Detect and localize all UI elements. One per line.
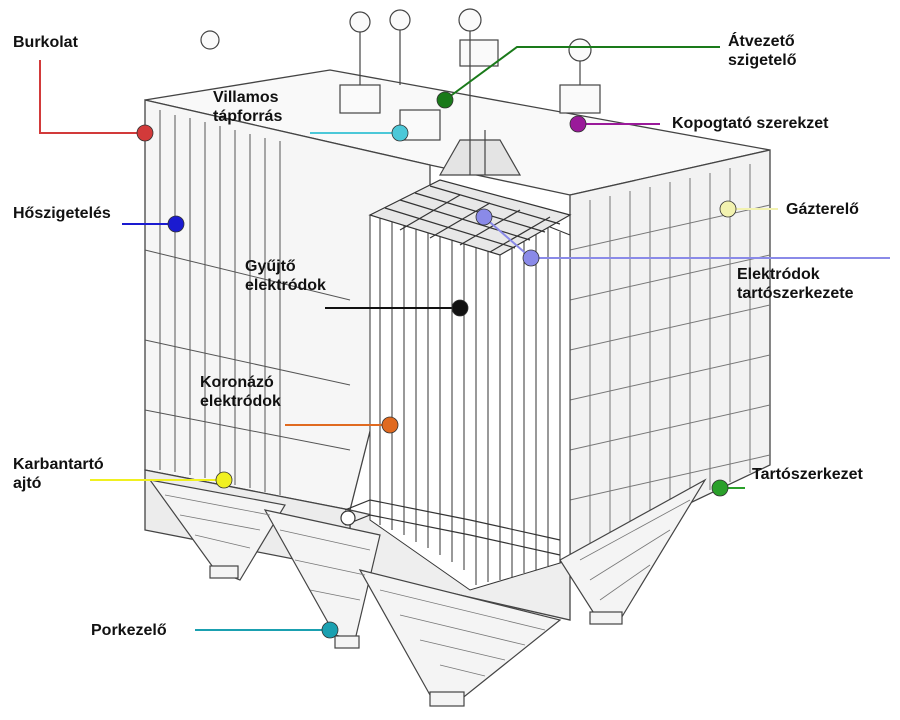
callout-dots <box>136 91 737 639</box>
label-kopogtato-szerekzet: Kopogtató szerekzet <box>672 114 828 133</box>
label-koronazo-line1: Koronázó <box>200 374 274 391</box>
label-elektrodok-tarto-line2: tartószerkezete <box>737 285 854 302</box>
label-villamos-tapforras: Villamos tápforrás <box>213 88 282 126</box>
label-gyujto-elektrodok: Gyűjtő elektródok <box>245 257 326 295</box>
dot-elektrodok-tarto-2 <box>522 249 540 267</box>
leader-line-burkolat <box>39 60 145 134</box>
label-gyujto-line1: Gyűjtő <box>245 258 296 275</box>
label-tartoszerkezet-text: Tartószerkezet <box>752 466 863 483</box>
label-burkolat-text: Burkolat <box>13 34 78 51</box>
discharge-frame <box>340 499 561 556</box>
hopper-left <box>148 479 286 581</box>
dot-tartoszerkezet <box>711 479 729 497</box>
dot-villamos <box>391 124 409 142</box>
label-atvezeto-szigetelo: Átvezető szigetelő <box>728 32 796 70</box>
label-gazterelo: Gázterelő <box>786 200 859 219</box>
label-koronazo-line2: elektródok <box>200 393 281 410</box>
label-burkolat: Burkolat <box>13 33 78 52</box>
dot-koronazo <box>381 416 399 434</box>
label-hoszigeteles: Hőszigetelés <box>13 204 111 223</box>
dot-porkezelo <box>321 621 339 639</box>
label-elektrodok-tartoszerkezete: Elektródok tartószerkezete <box>737 265 854 303</box>
dot-burkolat <box>136 124 154 142</box>
label-porkezelo-text: Porkezelő <box>91 622 167 639</box>
left-wall-panels <box>144 110 351 495</box>
label-villamos-line2: tápforrás <box>213 108 283 125</box>
label-atvezeto-line1: Átvezető <box>728 33 795 50</box>
label-karbantarto-line2: ajtó <box>13 475 42 492</box>
label-gazterelo-text: Gázterelő <box>786 201 859 218</box>
label-villamos-line1: Villamos <box>213 89 279 106</box>
label-atvezeto-line2: szigetelő <box>728 52 797 69</box>
electrode-support-grid <box>368 179 572 256</box>
label-hoszigeteles-text: Hőszigetelés <box>13 205 111 222</box>
hoppers <box>148 478 707 707</box>
dot-elektrodok-tarto-1 <box>475 208 493 226</box>
right-wall-perforation <box>569 164 771 550</box>
label-karbantarto-line1: Karbantartó <box>13 456 104 473</box>
label-kopogtato-text: Kopogtató szerekzet <box>672 115 829 132</box>
label-koronazo-elektrodok: Koronázó elektródok <box>200 373 281 411</box>
dot-karbantarto <box>215 471 233 489</box>
label-karbantarto-ajto: Karbantartó ajtó <box>13 455 104 493</box>
dot-atvezeto <box>436 91 454 109</box>
label-tartoszerkezet: Tartószerkezet <box>752 465 863 484</box>
dot-gazterelo <box>719 200 737 218</box>
label-elektrodok-tarto-line1: Elektródok <box>737 266 820 283</box>
dot-gyujto <box>451 299 469 317</box>
callouts <box>39 46 890 631</box>
dot-kopogtato <box>569 115 587 133</box>
label-gyujto-line2: elektródok <box>245 277 326 294</box>
collecting-electrode-plates <box>369 194 571 591</box>
label-porkezelo: Porkezelő <box>91 621 167 640</box>
leader-line-atvezeto <box>444 46 720 101</box>
dot-hoszigeteles <box>167 215 185 233</box>
